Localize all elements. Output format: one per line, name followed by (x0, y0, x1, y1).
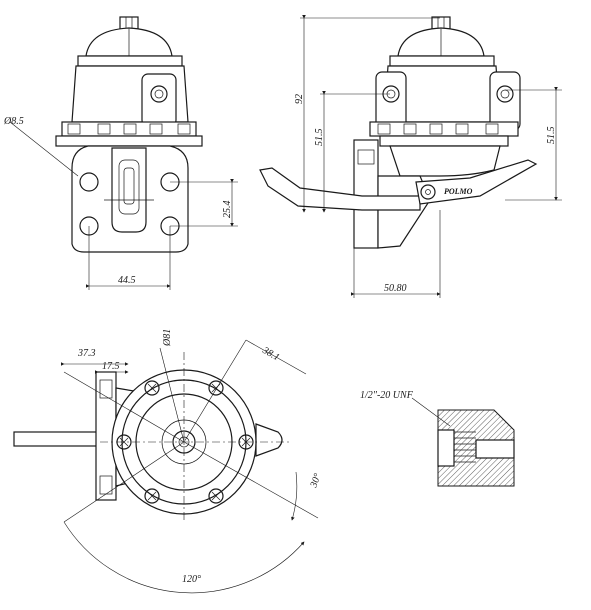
dim-angle-span: 120° (182, 574, 201, 585)
dim-outlet-height-right: 51.5 (546, 127, 557, 145)
dim-body-diameter: Ø81 (162, 329, 173, 347)
front-outlet-lug (141, 73, 177, 127)
dim-offset-a: 37.3 (77, 348, 96, 359)
top-view: 37.3 17.5 Ø81 38.1 30° 120° (13, 329, 324, 594)
front-view: Ø8.5 25.4 44.5 (3, 16, 238, 290)
side-hand-primer (415, 159, 538, 205)
side-lower-housing (389, 145, 501, 177)
dim-offset-b: 17.5 (102, 361, 120, 372)
top-inlet-nipple (255, 423, 283, 457)
dim-flange-pitch-vertical: 25.4 (222, 201, 233, 219)
side-inlet-lug (375, 71, 407, 131)
dim-flange-pitch-horizontal: 44.5 (118, 275, 136, 286)
side-dome-rim (389, 55, 495, 67)
brand-label: POLMO (444, 187, 473, 196)
front-cap-nut (119, 16, 139, 30)
front-lower-band (55, 135, 203, 147)
mount-hole-top-left (79, 172, 99, 192)
top-cover-screws (116, 380, 254, 504)
side-pivot-pin (420, 184, 436, 200)
side-mount-flange (353, 139, 379, 249)
front-lever-slot (111, 147, 147, 233)
dim-outlet-height-left: 51.5 (314, 129, 325, 147)
thread-detail: 1/2"-20 UNF (360, 390, 515, 487)
side-lever-housing (377, 175, 431, 249)
top-lever-arm (13, 431, 101, 447)
side-lower-band (379, 135, 509, 147)
dim-hole-diameter: Ø8.5 (3, 116, 24, 127)
front-dome-rim (77, 55, 183, 67)
thread-bore (437, 429, 455, 467)
dim-flange-depth: 50.80 (384, 283, 407, 294)
thread-passage (475, 439, 515, 459)
dim-angle-outlet: 30° (308, 472, 323, 490)
side-view: POLMO 92 51.5 51.5 50.80 (259, 15, 562, 298)
thread-spec-label: 1/2"-20 UNF (360, 390, 414, 401)
dim-overall-height: 92 (294, 94, 305, 104)
side-outlet-lug (489, 71, 521, 131)
side-cap-nut (431, 16, 451, 30)
dim-outlet-radius: 38.1 (260, 345, 282, 364)
